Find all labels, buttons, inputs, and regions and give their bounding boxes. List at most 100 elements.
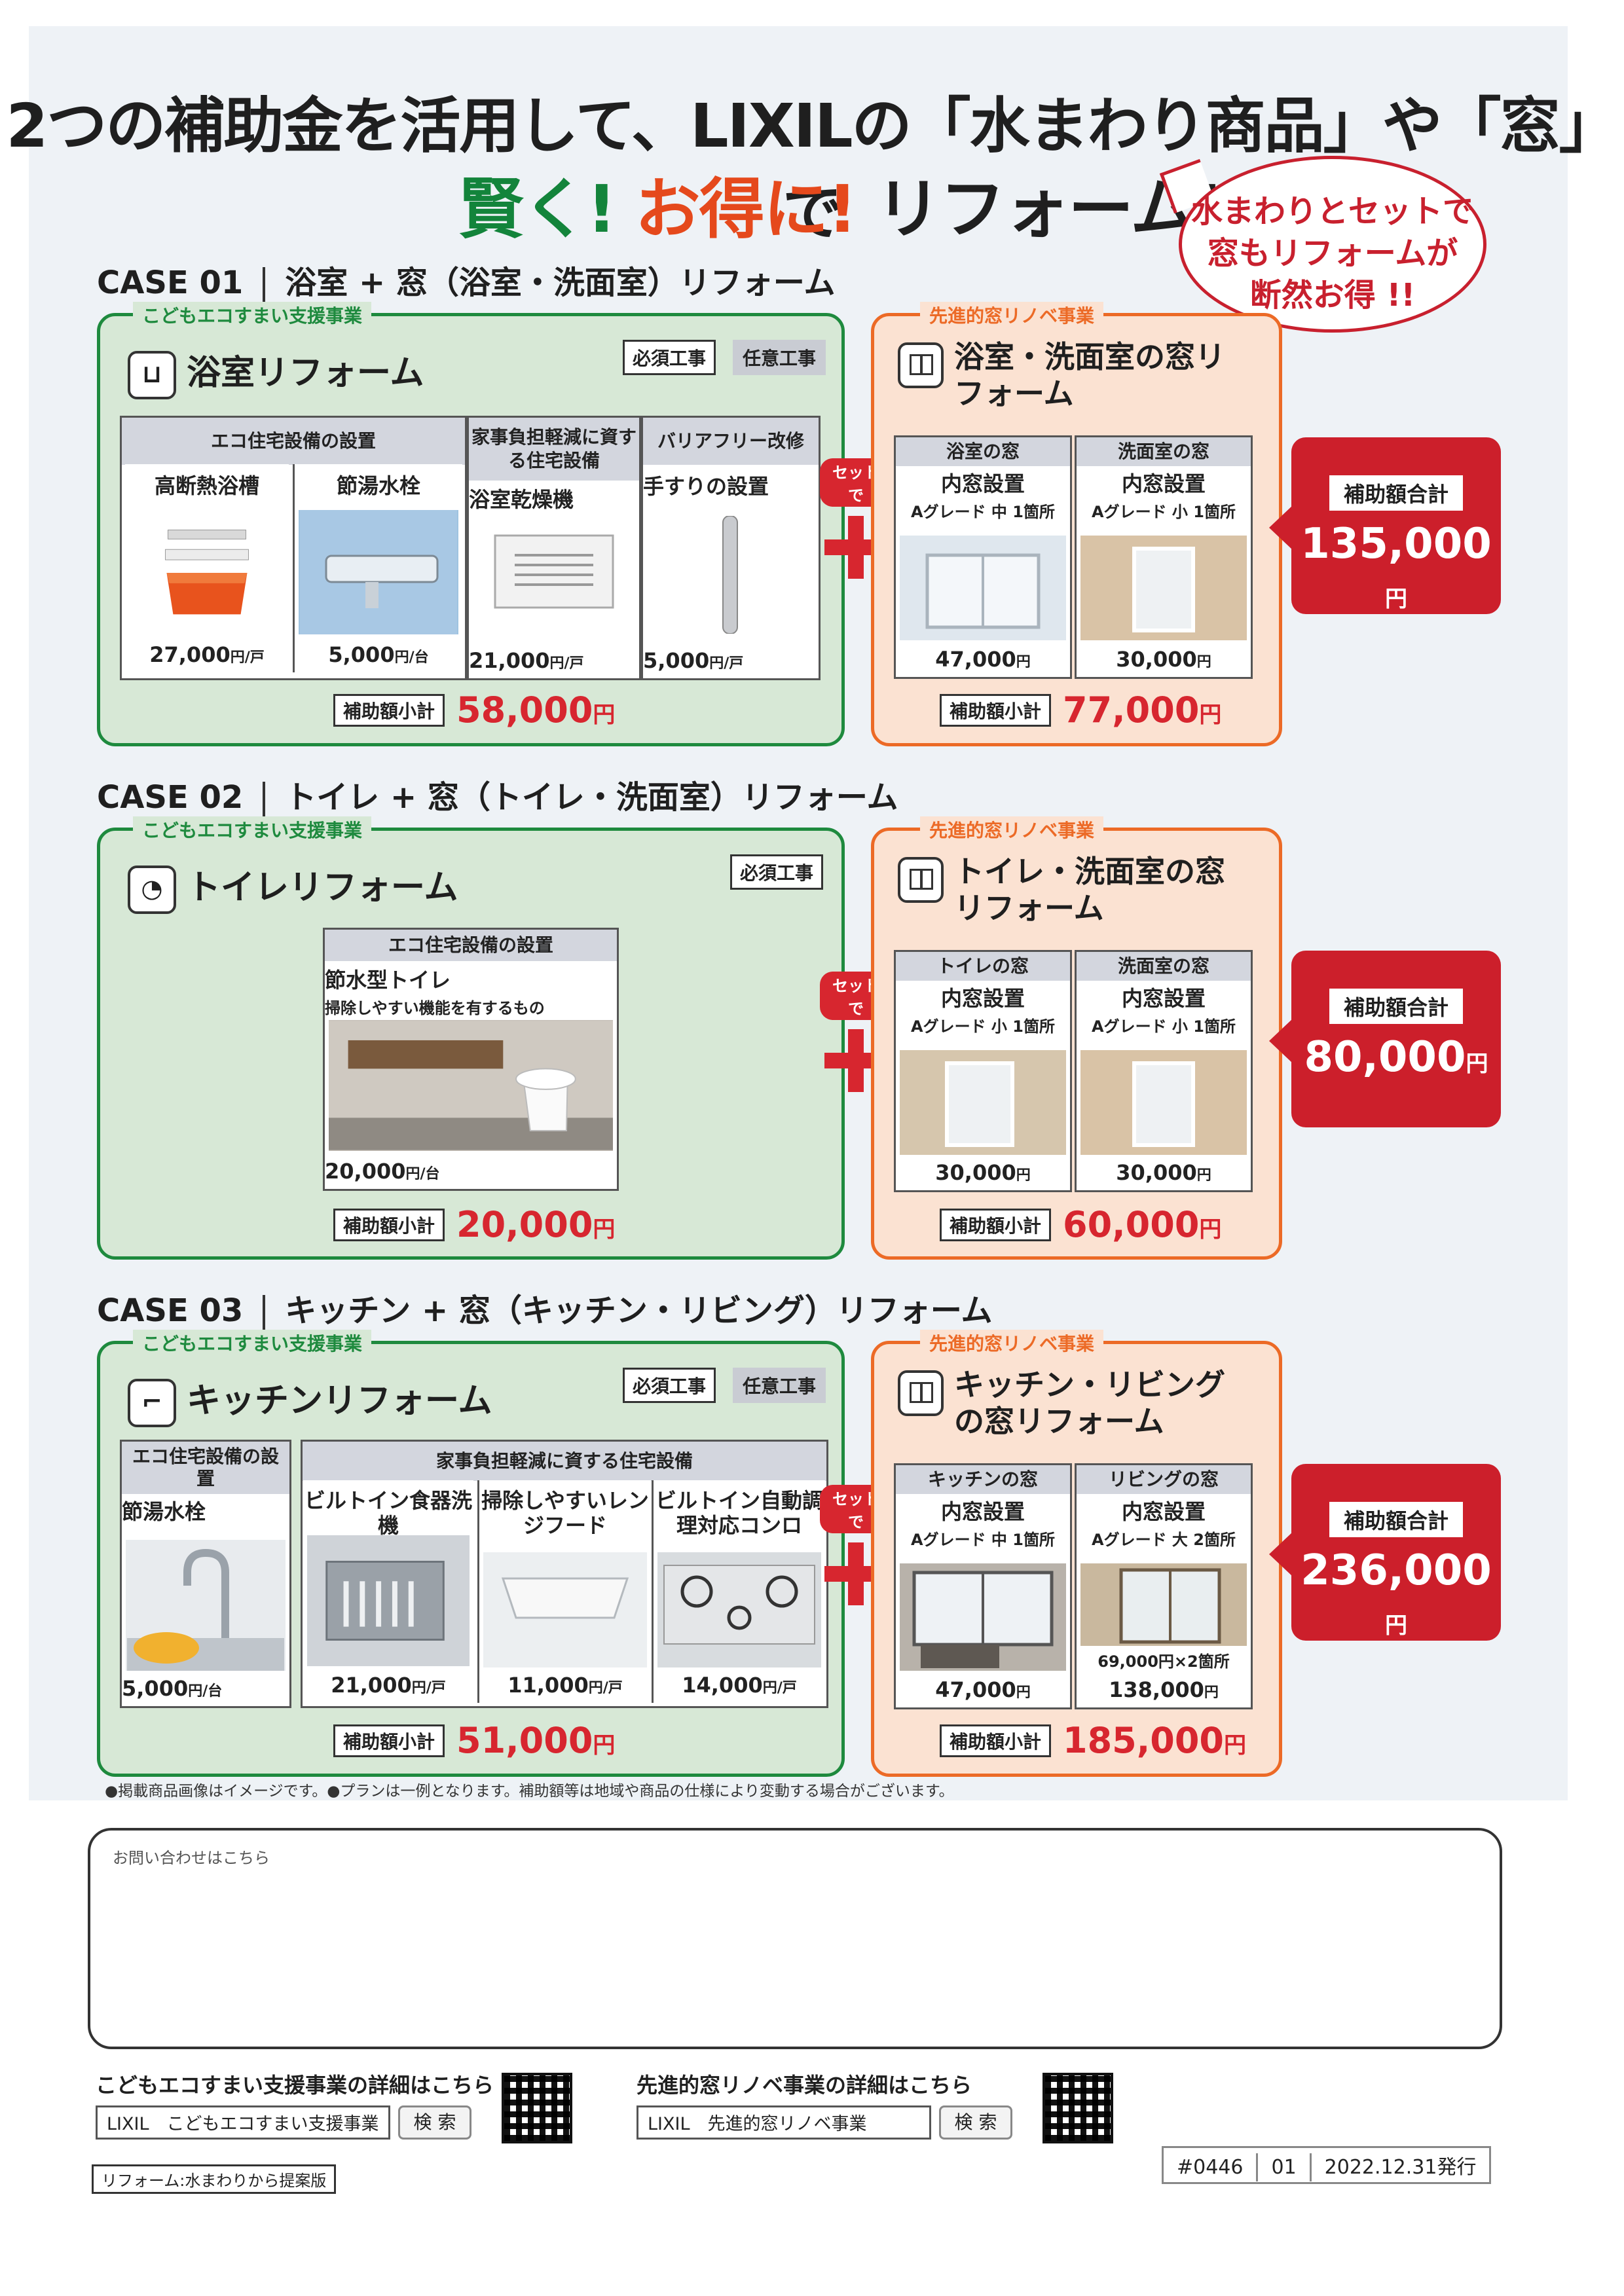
subtotal-amount: 20,000 xyxy=(456,1204,593,1245)
window-type: 内窓設置 xyxy=(1121,1499,1206,1524)
item-price-unit: 円/戸 xyxy=(588,1680,623,1696)
window-renovation-search-button[interactable]: 検 索 xyxy=(939,2105,1012,2140)
optional-badge: 任意工事 xyxy=(733,1368,826,1403)
case2-window-toilet: トイレの窓 内窓設置 Aグレード 小 1箇所 30,000円 xyxy=(894,950,1072,1192)
case3-total: 補助額合計 236,000円 xyxy=(1269,1464,1501,1641)
case2-orange-tag: 先進的窓リノベ事業 xyxy=(920,816,1104,843)
case2-green-box: こどもエコすまい支援事業 ◔トイレリフォーム 必須工事 エコ住宅設備の設置 節水… xyxy=(97,816,845,1260)
window-type: 内窓設置 xyxy=(940,471,1025,496)
total-amount: 80,000 xyxy=(1304,1033,1466,1082)
case3-green-title-text: キッチンリフォーム xyxy=(187,1381,492,1421)
item-price-unit: 円/戸 xyxy=(230,649,265,666)
contact-label: お問い合わせはこちら xyxy=(113,1849,270,1867)
case3-orange-box: 先進的窓リノベ事業 キッチン・リビングの窓リフォーム キッチンの窓 内窓設置 A… xyxy=(871,1330,1282,1777)
optional-badge: 任意工事 xyxy=(733,340,826,375)
window-type: 内窓設置 xyxy=(940,1499,1025,1524)
subtotal-value: 51,000円 xyxy=(456,1720,615,1761)
subtotal-label: 補助額小計 xyxy=(940,1724,1052,1757)
footer-tag: リフォーム:水まわりから提案版 xyxy=(92,2164,337,2194)
item-name: 手すりの設置 xyxy=(643,474,769,499)
kodomo-eco-search-box[interactable]: LIXIL こどもエコすまい支援事業 xyxy=(96,2105,390,2140)
toilet-image xyxy=(329,1020,613,1151)
case1-item-bathtub: 高断熱浴槽 27,000円/戸 xyxy=(125,464,289,672)
subtotal-amount: 60,000 xyxy=(1063,1204,1200,1245)
case3-item-dishwasher: ビルトイン食器洗機 21,000円/戸 xyxy=(303,1480,473,1703)
contact-box: お問い合わせはこちら xyxy=(88,1828,1502,2049)
case1-group-barrierfree-header: バリアフリー改修 xyxy=(643,418,819,465)
item-name: 浴室乾燥機 xyxy=(469,487,574,512)
item-name: 高断熱浴槽 xyxy=(154,473,259,498)
window-renovation-search-box[interactable]: LIXIL 先進的窓リノベ事業 xyxy=(637,2105,931,2140)
issue-number: 01 xyxy=(1258,2153,1312,2181)
item-price-unit: 円/台 xyxy=(394,649,429,666)
headline-line2: 賢く!お得に!リフォーム! xyxy=(458,156,1225,251)
item-price-value: 5,000 xyxy=(122,1676,189,1701)
case3-group-eco-header: エコ住宅設備の設置 xyxy=(122,1442,289,1494)
case2-window-wash: 洗面室の窓 内窓設置 Aグレード 小 1箇所 30,000円 xyxy=(1075,950,1253,1192)
window-price-yen: 円 xyxy=(1196,1167,1211,1184)
issue-date: 2022.12.31発行 xyxy=(1324,2156,1477,2179)
faucet-image xyxy=(299,510,458,634)
subtotal-amount: 77,000 xyxy=(1063,689,1200,731)
item-price: 27,000円/戸 xyxy=(125,642,289,667)
headline-word-smart: 賢く! xyxy=(458,171,617,247)
case2-group-eco-header: エコ住宅設備の設置 xyxy=(325,930,617,961)
case3-orange-title-text: キッチン・リビングの窓リフォーム xyxy=(954,1367,1225,1439)
item-price-value: 11,000 xyxy=(507,1673,589,1698)
window-price-value: 138,000 xyxy=(1109,1677,1204,1702)
total-arrow xyxy=(1269,1532,1293,1576)
window-renovation-qr-code[interactable] xyxy=(1043,2073,1113,2143)
case1-green-title: ⊔浴室リフォーム xyxy=(128,345,424,399)
case3-item-rangehood: 掃除しやすいレンジフード 11,000円/戸 xyxy=(477,1480,651,1703)
window-price: 30,000円 xyxy=(1077,647,1251,672)
item-price-value: 20,000 xyxy=(325,1159,406,1184)
subtotal-value: 20,000円 xyxy=(456,1204,615,1245)
window-price: 30,000円 xyxy=(896,1160,1070,1185)
window-type: 内窓設置 xyxy=(1121,986,1206,1011)
total-value: 135,000円 xyxy=(1291,520,1501,617)
window-price: 47,000円 xyxy=(896,1677,1070,1702)
bubble-line1: 水まわりとセットで xyxy=(1190,193,1474,230)
item-price-unit: 円/戸 xyxy=(411,1680,446,1696)
subtotal-amount: 58,000 xyxy=(456,689,593,731)
speech-bubble: 水まわりとセットで 窓もリフォームが 断然お得 !! xyxy=(1179,156,1486,333)
case1-orange-box: 先進的窓リノベ事業 浴室・洗面室の窓リフォーム 浴室の窓 内窓設置 Aグレード … xyxy=(871,302,1282,746)
window-price-value: 30,000 xyxy=(935,1160,1016,1185)
window-place: キッチンの窓 xyxy=(896,1465,1070,1494)
total-label: 補助額合計 xyxy=(1329,989,1463,1024)
required-badge: 必須工事 xyxy=(623,1368,716,1403)
window-place: トイレの窓 xyxy=(896,952,1070,981)
case2-orange-title-text: トイレ・洗面室の窓リフォーム xyxy=(954,854,1225,926)
window-grade: Aグレード 小 1箇所 xyxy=(1092,1017,1236,1036)
toilet-icon: ◔ xyxy=(128,866,176,914)
required-badge: 必須工事 xyxy=(730,854,824,890)
case1-orange-title-text: 浴室・洗面室の窓リフォーム xyxy=(954,339,1225,411)
window-icon xyxy=(898,857,944,903)
window-image xyxy=(900,536,1066,640)
item-price-value: 21,000 xyxy=(331,1673,412,1698)
item-price: 5,000円/戸 xyxy=(643,648,819,673)
item-name: ビルトイン食器洗機 xyxy=(304,1488,472,1538)
item-name: 節湯水栓 xyxy=(336,473,420,498)
window-price-value: 47,000 xyxy=(935,647,1016,672)
window-price-value: 30,000 xyxy=(1116,1160,1197,1185)
total-arrow xyxy=(1269,1019,1293,1063)
window-price-yen: 円 xyxy=(1016,1167,1031,1184)
window-renovation-info-title: 先進的窓リノベ事業の詳細はこちら xyxy=(637,2073,972,2098)
subtotal-label: 補助額小計 xyxy=(940,693,1052,727)
window-price-yen: 円 xyxy=(1196,654,1211,670)
kodomo-eco-search-button[interactable]: 検 索 xyxy=(398,2105,471,2140)
kodomo-eco-qr-code[interactable] xyxy=(502,2073,572,2143)
window-image xyxy=(900,1563,1066,1671)
bubble-line2: 窓もリフォームが xyxy=(1207,235,1458,272)
subtotal-label: 補助額小計 xyxy=(333,1208,445,1241)
case2-total: 補助額合計 80,000円 xyxy=(1269,951,1501,1127)
subtotal-label: 補助額小計 xyxy=(940,1208,1052,1241)
case2-green-title: ◔トイレリフォーム xyxy=(128,860,458,914)
case2-number: CASE 02 xyxy=(97,779,244,816)
window-grade: Aグレード 小 1箇所 xyxy=(911,1017,1055,1036)
item-price-value: 27,000 xyxy=(149,642,231,667)
